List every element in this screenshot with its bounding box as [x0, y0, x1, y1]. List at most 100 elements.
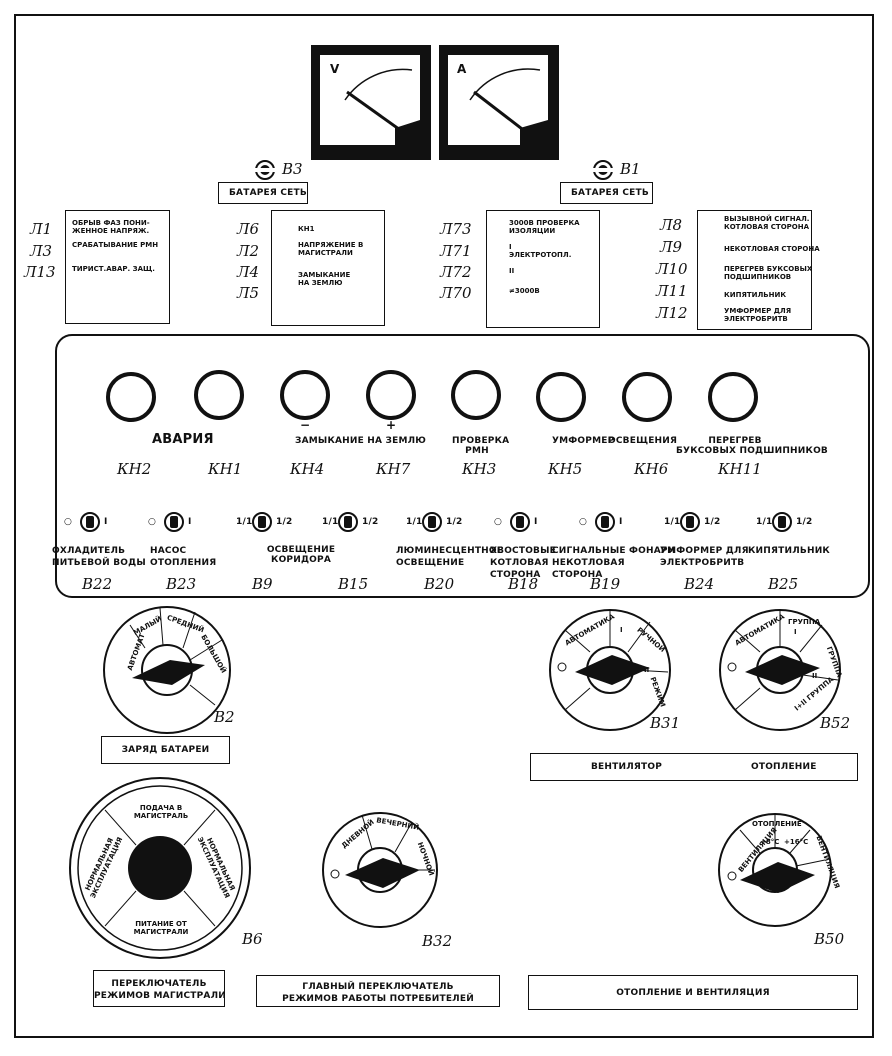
b6-sector-0: ПОДАЧА В МАГИСТРАЛЬ — [133, 804, 189, 820]
toggle-b24[interactable] — [680, 512, 700, 532]
toggle-mark-right: 1/2 — [276, 517, 293, 527]
zamykanie-label: ЗАМЫКАНИЕ НА ЗЕМЛЮ — [295, 436, 427, 446]
toggle-b15[interactable] — [338, 512, 358, 532]
lamp-l12: УМФОРМЕР ДЛЯ ЭЛЕКТРОБРИТВ — [724, 307, 792, 323]
b50-tag: B50 — [814, 930, 845, 948]
plate-vent-otopl: ВЕНТИЛЯТОР ОТОПЛЕНИЕ — [530, 753, 858, 781]
toggle-b20[interactable] — [422, 512, 442, 532]
toggle-lever — [344, 516, 352, 528]
b50-sector-2: +8°С — [760, 838, 780, 846]
plate-zaryad-label: ЗАРЯД БАТАРЕИ — [121, 745, 210, 755]
push-buttons — [106, 370, 758, 422]
ammeter — [439, 45, 559, 160]
toggle-b9[interactable] — [252, 512, 272, 532]
toggle-lever — [778, 516, 786, 528]
toggle-lever — [86, 516, 94, 528]
b3-plate: БАТАРЕЯ СЕТЬ — [218, 182, 308, 204]
plate-ventilyator-label: ВЕНТИЛЯТОР — [591, 762, 663, 772]
b1-plate-label: БАТАРЕЯ СЕТЬ — [571, 188, 649, 198]
toggle-mark-right: I — [534, 517, 538, 527]
toggle-lever — [428, 516, 436, 528]
rotary-b31[interactable] — [549, 609, 671, 731]
toggle-mark-left: ○ — [64, 517, 73, 527]
lamp-tag-l3: Л3 — [30, 242, 53, 260]
b31-sector-3: II — [644, 666, 650, 674]
toggle-lever — [601, 516, 609, 528]
lamp-tag-l8: Л8 — [660, 216, 683, 234]
rotary-b52[interactable] — [719, 609, 841, 731]
toggle-b18[interactable] — [510, 512, 530, 532]
plate-pereklyuchatel-label: ПЕРЕКЛЮЧАТЕЛЬ РЕЖИМОВ МАГИСТРАЛИ — [94, 979, 226, 1001]
lamp-l73: 3000В ПРОВЕРКА ИЗОЛЯЦИИ — [509, 219, 580, 235]
voltmeter-letter: V — [330, 62, 340, 76]
b50-sector-0: ОТОПЛЕНИЕ — [752, 820, 802, 828]
rotary-b6[interactable] — [69, 777, 251, 959]
toggle-b23[interactable] — [164, 512, 184, 532]
toggle-label: НАСОС ОТОПЛЕНИЯ — [150, 546, 217, 568]
toggle-b22[interactable] — [80, 512, 100, 532]
toggle-lever — [170, 516, 178, 528]
b6-sector-2: ПИТАНИЕ ОТ МАГИСТРАЛИ — [133, 920, 189, 936]
toggle-tag: B18 — [508, 575, 539, 593]
b1-plate: БАТАРЕЯ СЕТЬ — [560, 182, 653, 204]
toggle-b3[interactable] — [255, 160, 275, 180]
lamp-tag-l11: Л11 — [656, 282, 688, 300]
b50-sector-3: +16°С — [784, 838, 809, 846]
lamp-tag-l1: Л1 — [30, 220, 53, 238]
b3-tag: B3 — [282, 160, 303, 178]
toggle-mark-left: 1/1 — [406, 517, 423, 527]
toggle-mark-left: ○ — [494, 517, 503, 527]
lamp-l9: НЕКОТЛОВАЯ СТОРОНА — [724, 245, 820, 253]
avaria-label: АВАРИЯ — [152, 432, 214, 447]
corridor-label: ОСВЕЩЕНИЕ КОРИДОРА — [266, 545, 336, 565]
lamp-tag-l73: Л73 — [440, 220, 472, 238]
rotary-b2[interactable] — [103, 606, 231, 734]
btn-kn5[interactable]: КН5 — [548, 460, 583, 478]
btn-kn6[interactable]: КН6 — [634, 460, 669, 478]
lamp-tag-l70: Л70 — [440, 284, 472, 302]
lamp-group-3: 3000В ПРОВЕРКА ИЗОЛЯЦИИ I ЭЛЕКТРОТОПЛ. I… — [486, 210, 600, 328]
toggle-b19[interactable] — [595, 512, 615, 532]
btn-kn4[interactable]: КН4 — [290, 460, 325, 478]
lamp-group-4: ВЫЗЫВНОЙ СИГНАЛ. КОТЛОВАЯ СТОРОНА НЕКОТЛ… — [697, 210, 820, 330]
toggle-mark-right: 1/2 — [446, 517, 463, 527]
b1-tag: B1 — [620, 160, 641, 178]
lamp-group-1: ОБРЫВ ФАЗ ПОНИ- ЖЕННОЕ НАПРЯЖ. СРАБАТЫВА… — [65, 210, 170, 324]
toggle-label: СИГНАЛЬНЫЕ ФОНАРИ НЕКОТЛОВАЯ СТОРОНА — [552, 546, 676, 580]
btn-kn1[interactable]: КН1 — [208, 460, 243, 478]
toggle-mark-right: 1/2 — [362, 517, 379, 527]
toggle-mark-left: 1/1 — [756, 517, 773, 527]
toggle-label: КИПЯТИЛЬНИК — [748, 546, 830, 556]
lamp-tag-l5: Л5 — [237, 284, 260, 302]
lamp-l8: ВЫЗЫВНОЙ СИГНАЛ. КОТЛОВАЯ СТОРОНА — [724, 215, 810, 231]
toggle-tag: B20 — [424, 575, 455, 593]
proverka-label: ПРОВЕРКА РМН — [452, 436, 510, 456]
lamp-tag-l10: Л10 — [656, 260, 688, 278]
b52-sector-2: I — [794, 628, 797, 636]
btn-kn2[interactable]: КН2 — [117, 460, 152, 478]
toggle-mark-right: I — [619, 517, 623, 527]
btn-kn3[interactable]: КН3 — [462, 460, 497, 478]
plate-otopl-vent: ОТОПЛЕНИЕ И ВЕНТИЛЯЦИЯ — [528, 975, 858, 1010]
toggle-tag: B19 — [590, 575, 621, 593]
toggle-label: УМФОРМЕР ДЛЯ ЭЛЕКТРОБРИТВ — [660, 546, 749, 568]
lamp-tag-l12: Л12 — [656, 304, 688, 322]
rotary-b50[interactable] — [718, 813, 832, 927]
peregrev-label: ПЕРЕГРЕВ БУКСОВЫХ ПОДШИПНИКОВ — [676, 436, 828, 456]
rotary-b32[interactable] — [322, 812, 438, 928]
toggle-lever — [686, 516, 694, 528]
toggle-b25[interactable] — [772, 512, 792, 532]
plate-otoplenie-label: ОТОПЛЕНИЕ — [751, 762, 817, 772]
b31-sector-1: I — [620, 626, 623, 634]
plate-glavny-label: ГЛАВНЫЙ ПЕРЕКЛЮЧАТЕЛЬ РЕЖИМОВ РАБОТЫ ПОТ… — [282, 982, 474, 1004]
b52-tag: B52 — [820, 714, 851, 732]
btn-kn11[interactable]: КН11 — [718, 460, 762, 478]
toggle-b1[interactable] — [593, 160, 613, 180]
toggle-lever — [258, 516, 266, 528]
lamp-tag-l13: Л13 — [24, 263, 56, 281]
btn-kn7[interactable]: КН7 — [376, 460, 411, 478]
toggle-tag: B24 — [684, 575, 715, 593]
toggle-mark-right: I — [104, 517, 108, 527]
lamp-l4-l5: ЗАМЫКАНИЕ НА ЗЕМЛЮ — [298, 271, 351, 287]
